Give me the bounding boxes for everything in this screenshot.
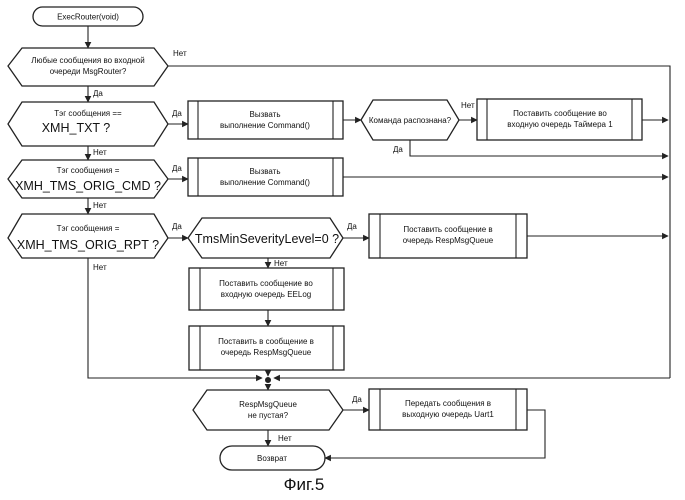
severity-no-label: Нет bbox=[274, 259, 288, 268]
tag-cmd-label: Тэг сообщения = bbox=[57, 166, 120, 175]
process-put-resp-queue-1: Поставить сообщение в очередь RespMsgQue… bbox=[369, 214, 527, 258]
decision-resp-queue: RespMsgQueue не пустая? bbox=[193, 390, 343, 430]
process-call-command-2: Вызвать выполнение Command() bbox=[188, 158, 343, 196]
decision-command-recognized: Команда распознана? bbox=[361, 100, 459, 140]
process-put-resp-queue-2: Поставить в сообщение в очередь RespMsgQ… bbox=[189, 326, 344, 370]
resp-queue-line-1: RespMsgQueue bbox=[239, 400, 297, 409]
resp-queue-no-label: Нет bbox=[278, 434, 292, 443]
send-uart-line-2: выходную очередь Uart1 bbox=[402, 410, 494, 419]
severity-label: TmsMinSeverityLevel=0 ? bbox=[195, 232, 339, 246]
command-recognized-label: Команда распознана? bbox=[369, 116, 452, 125]
end-label: Возврат bbox=[257, 454, 287, 463]
resp-queue-line-2: не пустая? bbox=[248, 411, 289, 420]
tag-rpt-no-label: Нет bbox=[93, 263, 107, 272]
put-eelog-line-2: входную очередь EELog bbox=[221, 290, 311, 299]
process-put-timer: Поставить сообщение во входную очередь Т… bbox=[477, 99, 642, 140]
start-label: ExecRouter(void) bbox=[57, 13, 119, 22]
process-send-uart: Передать сообщения в выходную очередь Ua… bbox=[369, 389, 527, 430]
decision-tag-cmd: Тэг сообщения = XMH_TMS_ORIG_CMD ? bbox=[8, 160, 168, 198]
any-messages-line-1: Любые сообщения во входной bbox=[31, 56, 144, 65]
tag-cmd-code: XMH_TMS_ORIG_CMD ? bbox=[15, 179, 161, 193]
process-call-command-1: Вызвать выполнение Command() bbox=[188, 101, 343, 139]
connector-recognized-yes bbox=[410, 140, 668, 156]
put-timer-line-1: Поставить сообщение во bbox=[513, 109, 607, 118]
put-timer-line-2: входную очередь Таймера 1 bbox=[507, 120, 613, 129]
tag-txt-code: XMH_TXT ? bbox=[42, 121, 111, 135]
decision-tag-rpt: Тэг сообщения = XMH_TMS_ORIG_RPT ? bbox=[8, 214, 168, 258]
call-command-1-line-2: выполнение Command() bbox=[220, 121, 310, 130]
put-resp-2-line-2: очередь RespMsgQueue bbox=[221, 348, 312, 357]
put-resp-2-line-1: Поставить в сообщение в bbox=[218, 337, 314, 346]
any-messages-no-label: Нет bbox=[173, 49, 187, 58]
command-recognized-yes-label: Да bbox=[393, 145, 403, 154]
decision-any-messages: Любые сообщения во входной очереди MsgRo… bbox=[8, 48, 168, 86]
process-put-eelog: Поставить сообщение во входную очередь E… bbox=[189, 268, 344, 310]
tag-txt-label: Тэг сообщения == bbox=[54, 109, 122, 118]
severity-yes-label: Да bbox=[347, 222, 357, 231]
tag-cmd-yes-label: Да bbox=[172, 164, 182, 173]
tag-rpt-label: Тэг сообщения = bbox=[57, 224, 120, 233]
any-messages-yes-label: Да bbox=[93, 89, 103, 98]
tag-rpt-yes-label: Да bbox=[172, 222, 182, 231]
send-uart-line-1: Передать сообщения в bbox=[405, 399, 491, 408]
start-terminator: ExecRouter(void) bbox=[33, 7, 143, 26]
end-terminator: Возврат bbox=[220, 446, 325, 470]
any-messages-line-2: очереди MsgRouter? bbox=[50, 67, 127, 76]
tag-txt-yes-label: Да bbox=[172, 109, 182, 118]
call-command-2-line-1: Вызвать bbox=[249, 167, 280, 176]
merge-point bbox=[265, 377, 271, 383]
tag-rpt-code: XMH_TMS_ORIG_RPT ? bbox=[17, 238, 159, 252]
decision-tag-txt: Тэг сообщения == XMH_TXT ? bbox=[8, 102, 168, 146]
put-resp-1-line-1: Поставить сообщение в bbox=[403, 225, 492, 234]
tag-cmd-no-label: Нет bbox=[93, 201, 107, 210]
decision-severity: TmsMinSeverityLevel=0 ? bbox=[188, 218, 343, 258]
put-eelog-line-1: Поставить сообщение во bbox=[219, 279, 313, 288]
call-command-2-line-2: выполнение Command() bbox=[220, 178, 310, 187]
command-recognized-no-label: Нет bbox=[461, 101, 475, 110]
tag-txt-no-label: Нет bbox=[93, 148, 107, 157]
call-command-1-line-1: Вызвать bbox=[249, 110, 280, 119]
resp-queue-yes-label: Да bbox=[352, 395, 362, 404]
figure-caption: Фиг.5 bbox=[284, 475, 325, 494]
put-resp-1-line-2: очередь RespMsgQueue bbox=[403, 236, 494, 245]
